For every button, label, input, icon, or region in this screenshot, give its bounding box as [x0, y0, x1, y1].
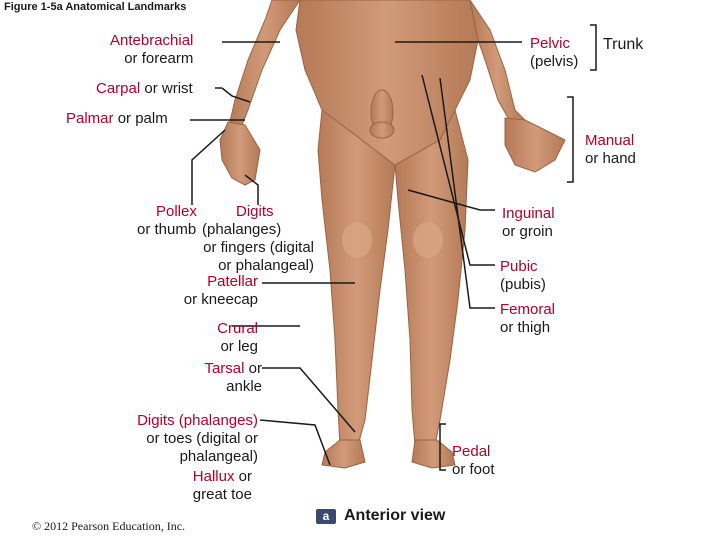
right-hand — [504, 117, 566, 173]
pedal-term: Pedal — [452, 443, 491, 460]
figure-title: Figure 1-5a Anatomical Landmarks — [4, 1, 187, 13]
label-pedal: Pedal or foot — [452, 443, 495, 479]
leader-lines — [190, 24, 597, 471]
inguinal-term: Inguinal — [502, 205, 555, 222]
right-leg — [394, 108, 469, 446]
right-arm — [469, 0, 526, 126]
label-hallux: Hallux or great toe — [150, 468, 252, 504]
label-antebrachial: Antebrachial or forearm — [110, 32, 193, 68]
antebrachial-desc: or forearm — [124, 50, 194, 67]
left-foot — [321, 439, 366, 469]
patellar-term: Patellar — [207, 273, 258, 290]
label-tarsal: Tarsal or ankle — [160, 360, 262, 396]
manual-term: Manual — [585, 132, 635, 149]
label-femoral: Femoral or thigh — [500, 301, 555, 337]
carpal-term: Carpal — [96, 80, 141, 97]
femoral-desc: or thigh — [500, 319, 551, 336]
digits-hand-line3: or fingers (digital — [203, 239, 314, 256]
right-foot — [411, 439, 456, 469]
hallux-term: Hallux — [192, 468, 235, 485]
left-arm — [227, 0, 301, 131]
label-digits-hand: Digits (phalanges) or fingers (digital o… — [194, 203, 314, 275]
left-hand — [219, 121, 261, 186]
label-manual: Manual or hand — [585, 132, 636, 168]
carpal-desc: or wrist — [144, 80, 193, 97]
digits-hand-line4: or phalangeal) — [218, 257, 314, 274]
hallux-desc: or — [238, 468, 252, 485]
label-digits-foot: Digits (phalanges) or toes (digital or p… — [110, 412, 258, 466]
label-inguinal: Inguinal or groin — [502, 205, 555, 241]
label-patellar: Patellar or kneecap — [160, 273, 258, 309]
pelvic-term: Pelvic — [530, 35, 571, 52]
tarsal-desc: or — [248, 360, 262, 377]
pubic-desc: (pubis) — [500, 276, 546, 293]
label-carpal: Carpal or wrist — [96, 80, 193, 98]
hallux-desc2: great toe — [192, 486, 252, 503]
label-pubic: Pubic (pubis) — [500, 258, 546, 294]
palmar-desc: or palm — [117, 110, 168, 127]
digits-foot-line2: or toes (digital or — [146, 430, 258, 447]
patellar-desc: or kneecap — [183, 291, 258, 308]
crural-desc: or leg — [220, 338, 258, 355]
label-pelvic: Pelvic (pelvis) — [530, 35, 578, 71]
digits-foot-line3: phalangeal) — [179, 448, 258, 465]
palmar-term: Palmar — [66, 110, 114, 127]
pubic-term: Pubic — [500, 258, 538, 275]
label-trunk: Trunk — [603, 36, 644, 53]
copyright: © 2012 Pearson Education, Inc. — [32, 519, 186, 533]
antebrachial-term: Antebrachial — [110, 32, 194, 49]
label-crural: Crural or leg — [170, 320, 258, 356]
label-pollex: Pollex or thumb — [137, 203, 197, 239]
crural-term: Crural — [217, 320, 258, 337]
pelvic-desc: (pelvis) — [530, 53, 579, 70]
view-caption: a Anterior view — [316, 507, 445, 525]
view-badge: a — [316, 508, 336, 524]
left-leg — [317, 109, 396, 446]
tarsal-term: Tarsal — [204, 360, 245, 377]
digits-foot-term: Digits (phalanges) — [137, 412, 258, 429]
label-palmar: Palmar or palm — [66, 110, 168, 128]
tarsal-desc2: ankle — [226, 378, 262, 395]
inguinal-desc: or groin — [502, 223, 553, 240]
view-label: Anterior view — [344, 507, 446, 524]
digits-hand-line2: (phalanges) — [202, 221, 282, 238]
pollex-desc: or thumb — [137, 221, 197, 238]
digits-hand-term: Digits — [236, 203, 274, 220]
manual-desc: or hand — [585, 150, 636, 167]
femoral-term: Femoral — [500, 301, 556, 318]
pedal-desc: or foot — [452, 461, 495, 478]
pollex-term: Pollex — [156, 203, 197, 220]
